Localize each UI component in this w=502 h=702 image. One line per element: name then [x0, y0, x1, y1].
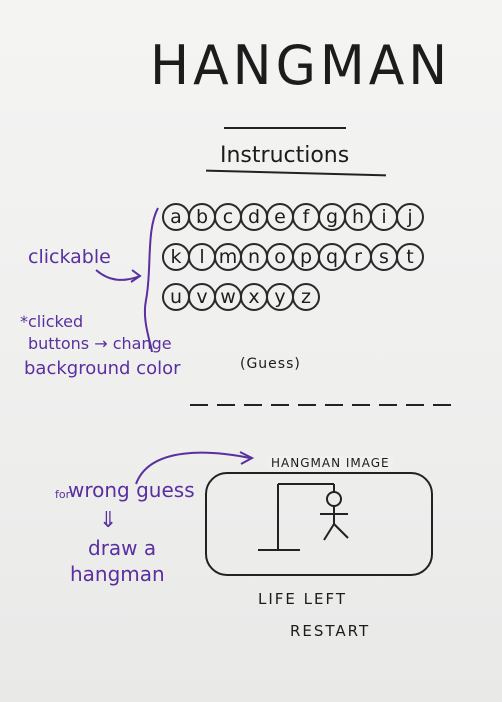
guess-label: (Guess) [240, 356, 301, 372]
letter-blank [271, 404, 289, 406]
arrow-icon [95, 269, 141, 281]
annotation-note-line2: buttons → change [28, 334, 172, 353]
annotation-clickable: clickable [28, 246, 111, 268]
page-title: HANGMAN [150, 34, 452, 98]
letter-blank [325, 404, 343, 406]
instructions-heading[interactable]: Instructions [220, 143, 350, 168]
gallows-icon [258, 483, 335, 551]
hangman-image-frame [205, 472, 433, 576]
letter-blank [406, 404, 424, 406]
word-blanks [190, 404, 451, 406]
letter-blank [433, 404, 451, 406]
letter-row-3: u v w x y z [162, 283, 472, 313]
annotation-note-line3: background color [24, 358, 181, 379]
down-arrow-icon: ⇓ [99, 508, 118, 533]
letter-blank [217, 404, 235, 406]
curved-arrow-head-icon [239, 451, 255, 465]
letter-row-1: a b c d e f g h i j [162, 203, 472, 233]
letter-blank [244, 404, 262, 406]
restart-button[interactable]: RESTART [290, 622, 371, 640]
letter-row-2: k l m n o p q r s t [162, 243, 472, 273]
bracket-icon [143, 207, 159, 353]
life-left-label: LIFE LEFT [258, 590, 348, 608]
letter-blank [379, 404, 397, 406]
letter-blank [190, 404, 208, 406]
letter-grid: a b c d e f g h i j k l m n o p q r s t … [162, 203, 472, 323]
hangman-image-label: HANGMAN IMAGE [268, 456, 393, 470]
curved-arrow-icon [135, 451, 251, 485]
arrow-head-icon [130, 269, 142, 283]
letter-blank [298, 404, 316, 406]
annotation-wrong-guess: wrong guess [68, 478, 195, 502]
annotation-draw-a: draw a [88, 536, 157, 560]
letter-button[interactable]: t [396, 243, 424, 271]
annotation-for: for [55, 488, 71, 501]
annotation-note-line1: *clicked [20, 312, 84, 331]
title-divider [224, 127, 346, 129]
letter-blank [352, 404, 370, 406]
letter-button[interactable]: j [396, 203, 424, 231]
stick-figure-icon [320, 491, 349, 541]
annotation-hangman: hangman [70, 562, 165, 586]
letter-button[interactable]: z [292, 283, 320, 311]
